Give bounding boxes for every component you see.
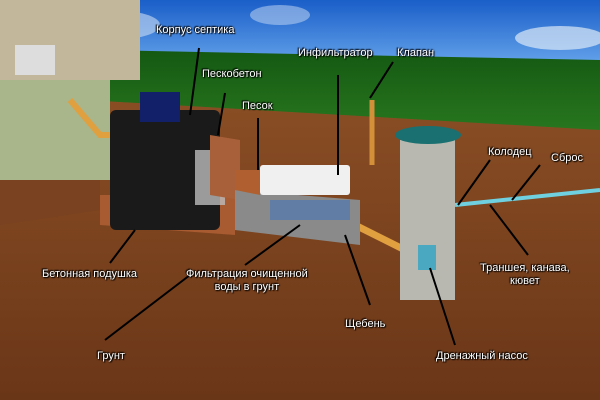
label-sand: Песок <box>242 100 273 112</box>
label-sand-concrete: Пескобетон <box>202 68 262 80</box>
grass <box>0 48 600 140</box>
label-concrete-pad: Бетонная подушка <box>42 268 138 280</box>
label-infiltrator: Инфильтратор <box>298 47 373 59</box>
label-filtration-line1: Фильтрация очищенной <box>186 268 308 280</box>
label-well: Колодец <box>488 146 532 158</box>
toilet-icon <box>15 45 55 75</box>
septic-tank <box>110 110 220 230</box>
label-trench: Траншея, канава, кювет <box>480 262 570 288</box>
label-trench-line1: Траншея, канава, <box>480 262 570 274</box>
label-valve: Клапан <box>397 47 435 59</box>
label-gravel: Щебень <box>345 318 386 330</box>
label-tank-body: Корпус септика <box>156 24 235 36</box>
label-filtration: Фильтрация очищенной воды в грунт <box>186 268 308 294</box>
label-trench-line2: кювет <box>510 275 540 287</box>
label-drain-pump: Дренажный насос <box>436 350 528 362</box>
label-discharge: Сброс <box>551 152 583 164</box>
label-soil: Грунт <box>97 350 125 362</box>
label-filtration-line2: воды в грунт <box>214 281 280 293</box>
infiltrator <box>260 165 350 195</box>
well <box>400 140 455 300</box>
